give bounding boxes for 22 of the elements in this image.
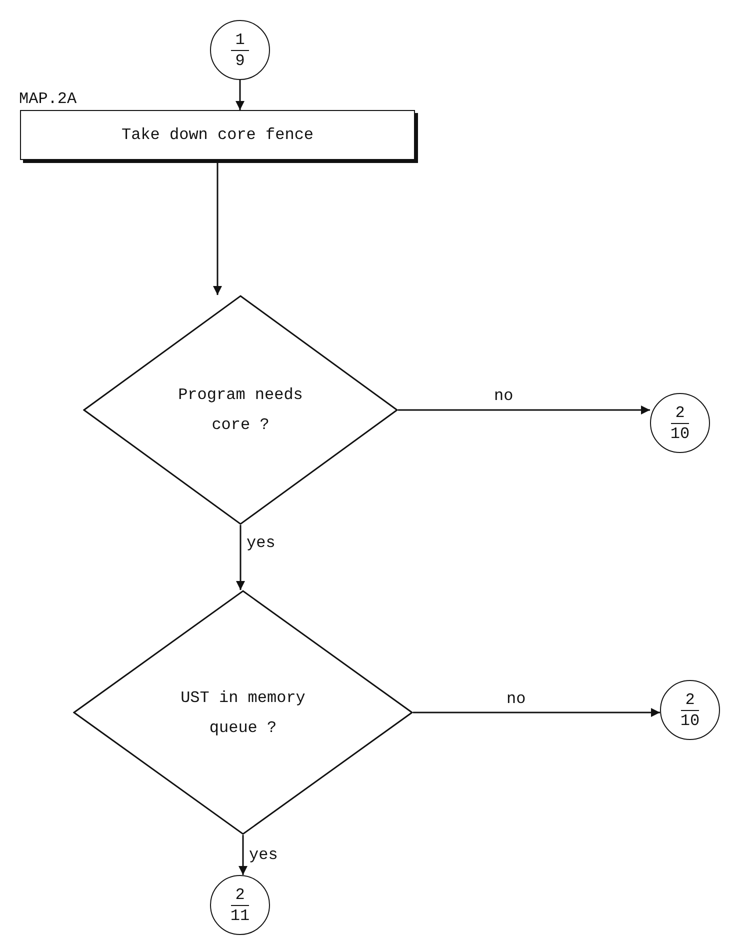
decision-diamond xyxy=(73,590,413,835)
sheet-number: 10 xyxy=(669,424,691,444)
page-number: 1 xyxy=(231,30,249,50)
decision-text: Program needs core ? xyxy=(177,385,304,436)
arrow xyxy=(398,406,650,414)
step-id: MAP.2A xyxy=(19,89,77,110)
decision-text: UST in memory queue ? xyxy=(180,688,306,738)
sheet-number: 9 xyxy=(234,50,246,70)
arrow xyxy=(413,708,660,717)
arrow xyxy=(236,525,245,590)
process-text: Take down core fence xyxy=(121,125,314,146)
sheet-number: 10 xyxy=(679,710,701,730)
edge-label: yes xyxy=(246,535,276,551)
arrow xyxy=(236,80,244,110)
arrow xyxy=(238,835,248,875)
page-number: 2 xyxy=(231,884,249,906)
arrow xyxy=(213,160,222,295)
page-number: 2 xyxy=(671,402,689,424)
sheet-number: 11 xyxy=(229,906,251,926)
edge-label: yes xyxy=(249,847,278,863)
decision-diamond xyxy=(83,295,398,525)
page-number: 2 xyxy=(681,690,699,710)
